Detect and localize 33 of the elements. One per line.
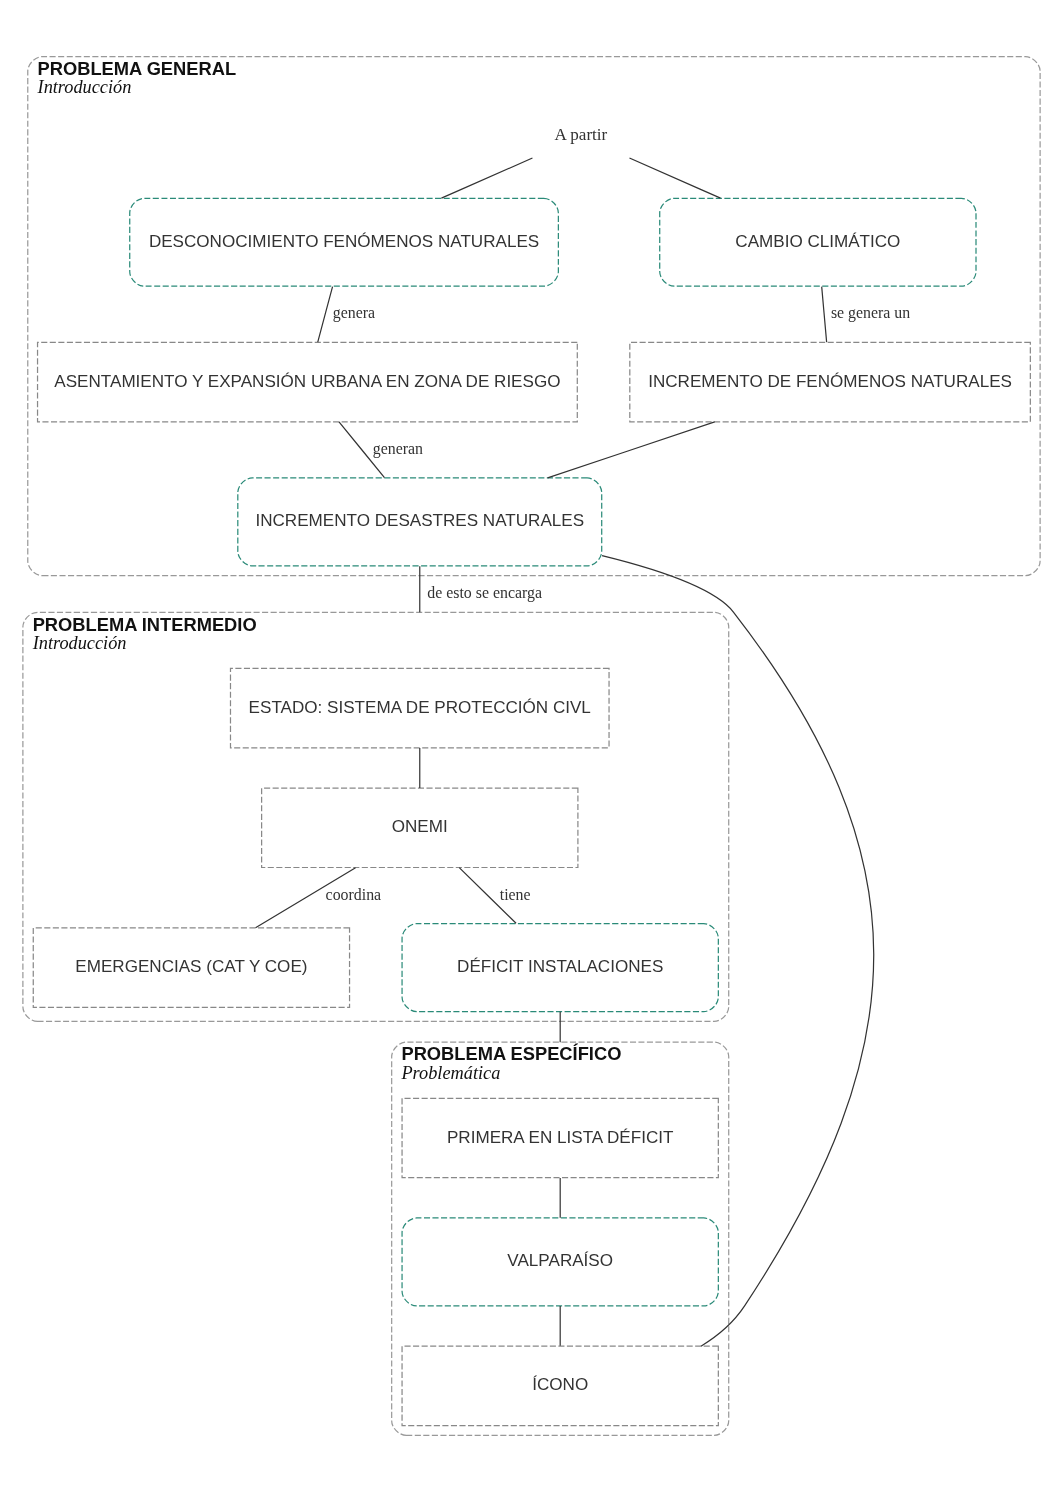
node-box: CAMBIO CLIMÁTICO bbox=[659, 197, 977, 287]
node-text: A partir bbox=[554, 124, 608, 144]
connector bbox=[317, 285, 334, 343]
edge-label: tiene bbox=[499, 885, 531, 903]
connector bbox=[559, 1011, 561, 1043]
connector bbox=[419, 747, 421, 789]
connector bbox=[338, 421, 386, 479]
connector bbox=[628, 157, 722, 199]
edge-label: coordina bbox=[325, 885, 382, 903]
connector bbox=[821, 285, 828, 343]
node-box: DESCONOCIMIENTO FENÓMENOS NATURALES bbox=[129, 197, 559, 287]
node-box: ASENTAMIENTO Y EXPANSIÓN URBANA EN ZONA DE RIESGO bbox=[36, 341, 578, 423]
node-box: INCREMENTO DESASTRES NATURALES bbox=[237, 477, 603, 567]
node-box: ÍCONO bbox=[401, 1345, 719, 1427]
node-box: PRIMERA EN LISTA DÉFICIT bbox=[401, 1097, 719, 1179]
node-box: DÉFICIT INSTALACIONES bbox=[401, 923, 719, 1013]
node-box: EMERGENCIAS (CAT Y COE) bbox=[32, 927, 351, 1008]
node-box: ESTADO: SISTEMA DE PROTECCIÓN CIVL bbox=[229, 667, 610, 749]
node-box: ONEMI bbox=[261, 787, 579, 869]
edge-label: se genera un bbox=[830, 304, 911, 322]
connector bbox=[601, 555, 875, 1347]
edge-label: genera bbox=[332, 304, 376, 322]
connector bbox=[559, 1177, 561, 1219]
connector bbox=[440, 157, 534, 199]
node-box: VALPARAÍSO bbox=[401, 1217, 719, 1307]
node-box: INCREMENTO DE FENÓMENOS NATURALES bbox=[629, 341, 1031, 423]
connector bbox=[458, 867, 517, 924]
connector bbox=[419, 565, 421, 613]
connector bbox=[559, 1305, 561, 1347]
connector bbox=[547, 421, 716, 479]
connector bbox=[254, 867, 357, 929]
edge-label: de esto se encarga bbox=[427, 584, 542, 602]
edge-label: generan bbox=[372, 440, 424, 458]
